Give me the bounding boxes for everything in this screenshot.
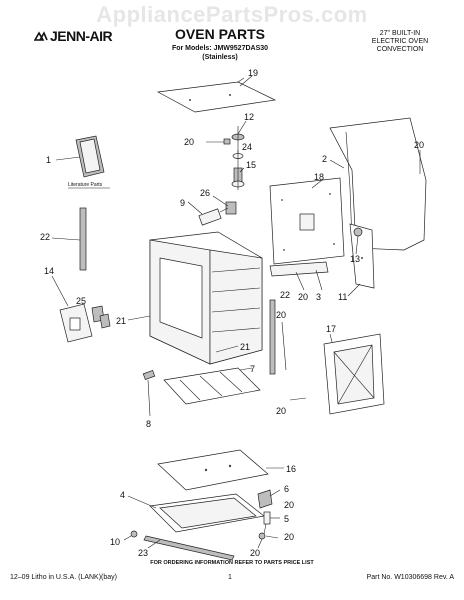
part-trim-strip-left (79, 207, 87, 271)
models-finish: (Stainless) (202, 54, 238, 61)
callout-14: 14 (44, 266, 54, 276)
models-line: For Models: JMW9527DAS30 (171, 45, 269, 52)
ordering-note: FOR ORDERING INFORMATION REFER TO PARTS … (150, 560, 314, 566)
part-bottom-panel (157, 449, 269, 491)
callout-7: 7 (250, 364, 255, 374)
callout-10: 10 (110, 537, 120, 547)
page-number: 1 (228, 574, 232, 581)
callout-13: 13 (350, 254, 360, 264)
litho-info: 12–09 Litho in U.S.A. (LANK)(bay) (10, 574, 117, 581)
callout-11: 11 (338, 292, 347, 302)
part-top-panel (156, 81, 277, 113)
callout-2: 2 (322, 154, 327, 164)
part-back-wrapper (329, 117, 427, 251)
part-side-brace (349, 223, 375, 289)
callout-16: 16 (286, 464, 296, 474)
callout-8: 8 (146, 419, 151, 429)
callout-4: 4 (120, 490, 125, 500)
callout-20: 20 (298, 292, 308, 302)
part-rack-guide (142, 370, 156, 380)
part-bracket-set (257, 489, 273, 540)
leader-lines (51, 75, 421, 549)
callout-20: 20 (276, 310, 286, 320)
callout-21: 21 (116, 316, 126, 326)
part-element (198, 201, 237, 226)
part-screw-20b (281, 321, 287, 371)
callout-17: 17 (326, 324, 336, 334)
callout-19: 19 (248, 68, 258, 78)
model-info: For Models: JMW9527DAS30 (Stainless) (140, 44, 300, 62)
part-bake-panel (149, 493, 265, 533)
callout-20: 20 (414, 140, 424, 150)
part-trim-strip-right (269, 299, 276, 375)
callout-26: 26 (200, 188, 210, 198)
callout-20: 20 (184, 137, 194, 147)
spec-line-3: CONVECTION (376, 46, 424, 53)
callout-22: 22 (280, 290, 290, 300)
callout-24: 24 (242, 142, 252, 152)
callout-20: 20 (250, 548, 260, 558)
page-title: OVEN PARTS (175, 26, 265, 42)
part-screw-20a (206, 138, 231, 145)
callout-numbers: 19 12 20 24 15 1 2 20 18 26 9 22 13 14 2… (40, 68, 424, 558)
callout-21: 21 (240, 342, 250, 352)
part-fan-assembly (231, 126, 245, 190)
spec-line-1: 27" BUILT-IN (379, 30, 421, 37)
part-oven-cavity (149, 231, 263, 365)
callout-3: 3 (316, 292, 321, 302)
part-rear-panel (269, 177, 345, 265)
brand-mark-icon (34, 31, 48, 41)
part-door-liner (323, 333, 385, 415)
callout-12: 12 (244, 112, 254, 122)
callout-20: 20 (276, 406, 286, 416)
brand-name: JENN-AIR (50, 28, 113, 44)
part-bottom-rail (269, 261, 329, 277)
callout-25: 25 (76, 296, 86, 306)
callout-23: 23 (138, 548, 148, 558)
literature-label: Literature Parts (68, 182, 103, 188)
part-front-bar (130, 530, 235, 561)
part-number: Part No. W10306698 Rev. A (366, 574, 454, 581)
callout-20: 20 (284, 500, 294, 510)
brand-logo: JENN-AIR (34, 28, 113, 44)
watermark: AppliancePartsPros.com (96, 2, 368, 27)
callout-5: 5 (284, 514, 289, 524)
callout-22: 22 (40, 232, 50, 242)
spec-line-2: ELECTRIC OVEN (371, 38, 429, 45)
callout-6: 6 (284, 484, 289, 494)
part-oven-rack (163, 367, 261, 405)
product-spec: 27" BUILT-IN ELECTRIC OVEN CONVECTION (350, 30, 450, 54)
callout-20: 20 (284, 532, 294, 542)
callout-9: 9 (180, 198, 185, 208)
callout-18: 18 (314, 172, 324, 182)
callout-15: 15 (246, 160, 256, 170)
part-hinge-kit (59, 303, 111, 343)
part-literature (75, 135, 105, 178)
callout-1: 1 (46, 155, 51, 165)
